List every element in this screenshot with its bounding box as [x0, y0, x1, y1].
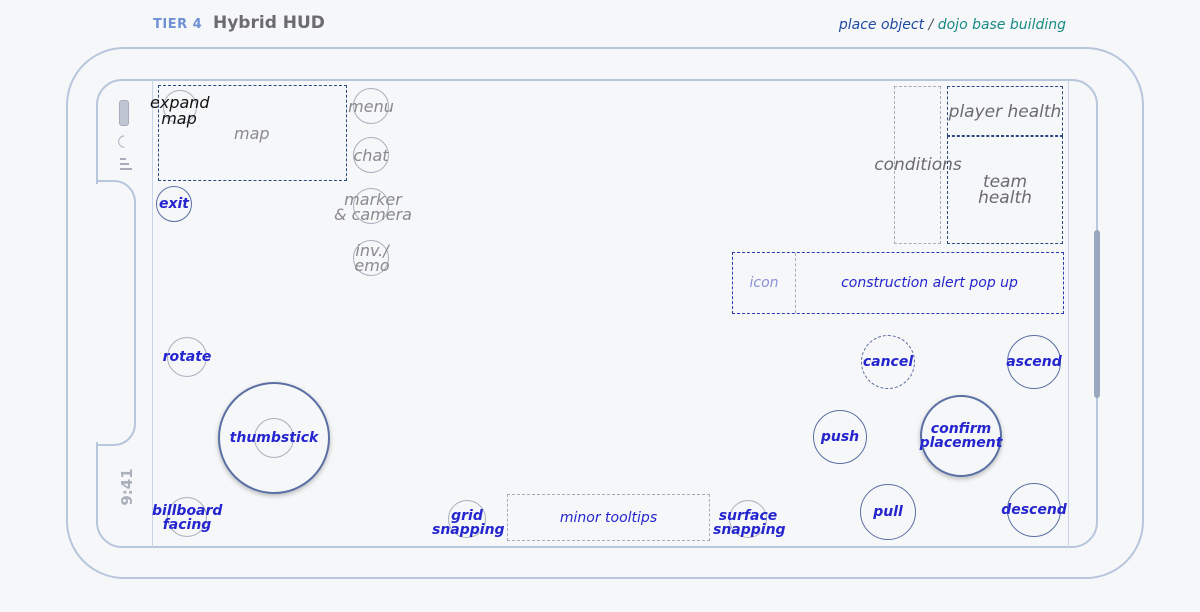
grid-snapping-label: grid snapping [432, 508, 505, 538]
team-health-panel: team health [947, 136, 1063, 244]
conditions-label: conditions [874, 155, 962, 175]
billboard-facing-button[interactable] [167, 497, 207, 537]
inventory-emote-label: inv./ emo [354, 241, 390, 275]
cancel-label: cancel [862, 354, 914, 370]
rotate-label: rotate [162, 349, 212, 365]
menu-button[interactable]: menu [348, 88, 394, 124]
chat-button[interactable]: chat [353, 137, 389, 173]
push-button[interactable]: push [813, 410, 867, 464]
breadcrumb-primary[interactable]: place object [838, 17, 925, 33]
push-label: push [820, 429, 860, 445]
marker-camera-button[interactable] [353, 188, 389, 224]
thumbstick[interactable]: thumbstick [218, 382, 330, 494]
player-health-panel: player health [947, 86, 1063, 136]
marker-camera-label: marker & camera [334, 190, 412, 224]
safe-area-right-guide [1068, 80, 1069, 547]
cancel-button[interactable]: cancel [861, 335, 915, 389]
confirm-placement-button[interactable]: confirm placement [920, 395, 1002, 477]
exit-label: exit [158, 196, 190, 212]
safe-area-left-guide [152, 80, 153, 547]
breadcrumb: place object / dojo base building [839, 17, 1066, 33]
minor-tooltips-label: minor tooltips [559, 510, 658, 526]
expand-map-button[interactable] [163, 90, 197, 124]
phone-notch [96, 180, 136, 446]
phone-frame [66, 47, 1144, 579]
status-time: 9:41 [118, 468, 136, 506]
grid-snapping-button[interactable] [448, 500, 486, 538]
scrollbar[interactable] [1094, 230, 1100, 398]
pull-label: pull [873, 504, 903, 520]
pull-button[interactable]: pull [860, 484, 916, 540]
breadcrumb-separator: / [924, 17, 938, 33]
exit-button[interactable]: exit [156, 186, 192, 222]
alert-icon-label: icon [749, 275, 779, 291]
expand-map-label: expand map [150, 93, 210, 128]
player-health-label: player health [948, 102, 1062, 122]
surface-snapping-button[interactable] [729, 500, 767, 538]
map-label: map [234, 124, 270, 143]
surface-snapping-label: surface snapping [713, 508, 786, 538]
menu-label: menu [348, 96, 394, 116]
conditions-panel [894, 86, 941, 244]
tier-label: TIER 4 [153, 17, 203, 32]
construction-alert-label: construction alert pop up [841, 275, 1018, 291]
minimap[interactable]: map [158, 85, 347, 181]
thumbstick-label: thumbstick [229, 430, 319, 446]
billboard-facing-label: billboard facing [152, 503, 223, 533]
wifi-icon: ◠ [113, 134, 133, 149]
descend-label: descend [1001, 502, 1067, 518]
inventory-emote-button[interactable] [353, 240, 389, 276]
rotate-button[interactable]: rotate [163, 337, 211, 377]
ascend-label: ascend [1006, 354, 1062, 370]
construction-alert-popup: icon construction alert pop up [732, 252, 1064, 314]
chat-label: chat [353, 145, 389, 165]
descend-button[interactable]: descend [1001, 483, 1067, 537]
confirm-placement-label: confirm placement [919, 421, 1003, 451]
battery-icon [119, 100, 129, 126]
page-title: Hybrid HUD [213, 13, 325, 33]
minor-tooltips-area: minor tooltips [507, 494, 710, 541]
ascend-button[interactable]: ascend [1006, 335, 1062, 389]
breadcrumb-secondary[interactable]: dojo base building [937, 17, 1066, 33]
signal-icon [120, 158, 134, 180]
thumbstick-knob[interactable] [254, 418, 294, 458]
team-health-label: team health [978, 172, 1032, 208]
